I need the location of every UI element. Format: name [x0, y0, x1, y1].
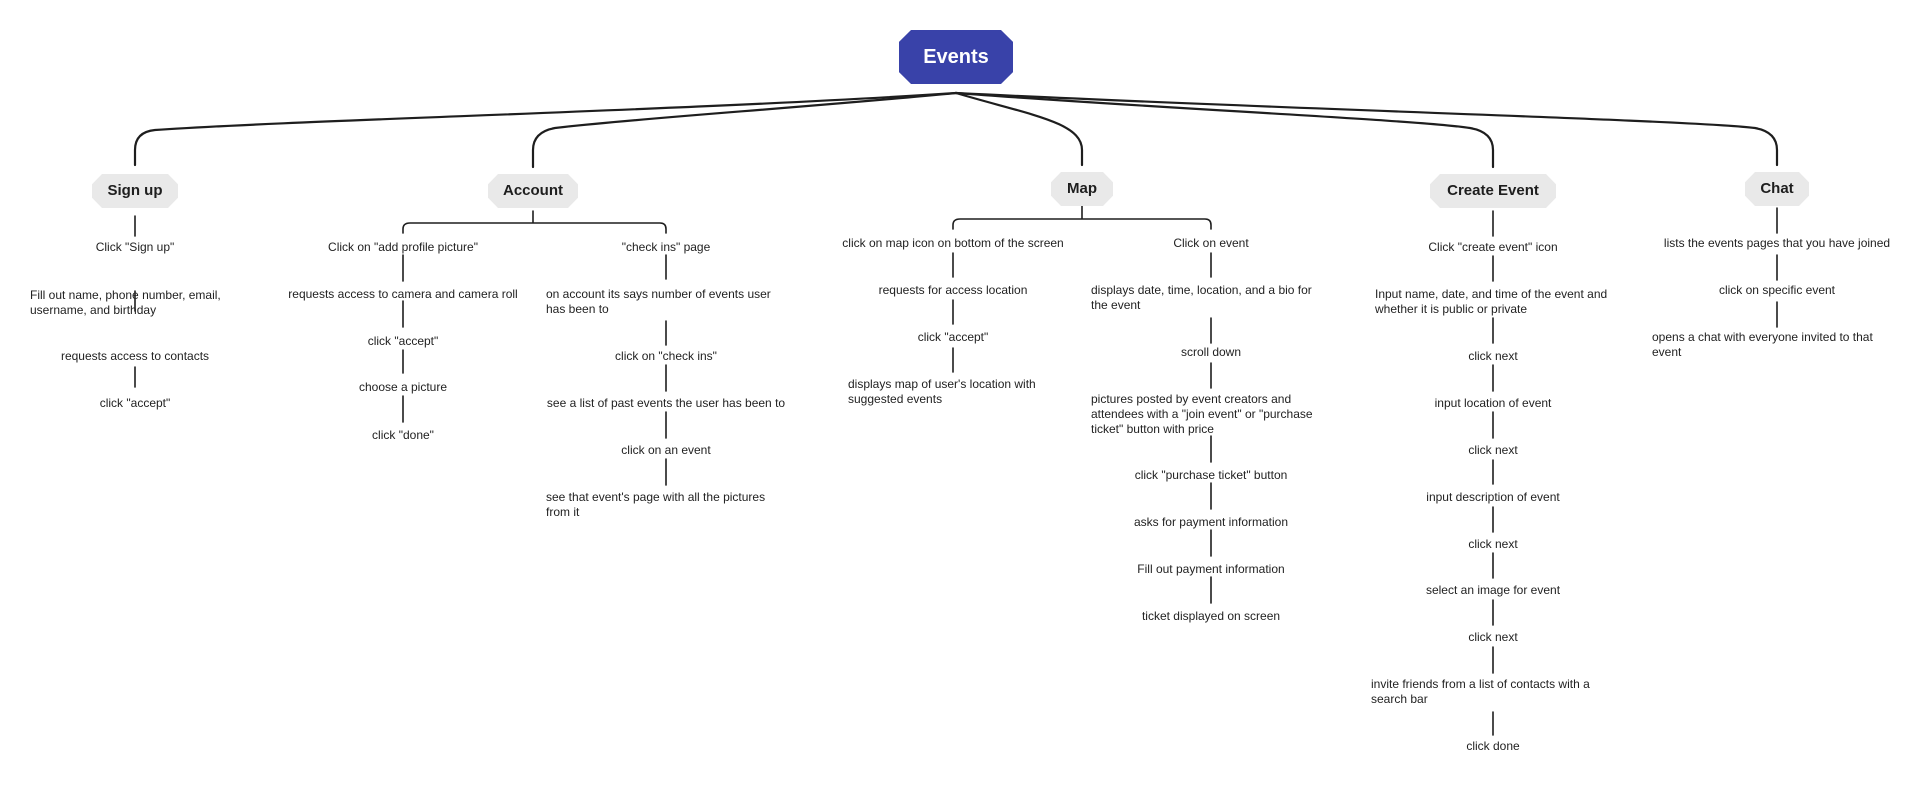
- account-checkins-step: "check ins" page: [621, 240, 711, 254]
- map-icon-step: click on map icon on bottom of the scree…: [842, 236, 1064, 250]
- connector-root-create: [954, 91, 1495, 169]
- account-profile-step: requests access to camera and camera rol…: [288, 287, 518, 301]
- map-event-step: click "purchase ticket" button: [1134, 468, 1288, 482]
- signup-step: Fill out name, phone number, email, user…: [30, 288, 221, 317]
- map-icon-step: click "accept": [917, 330, 989, 344]
- map-event-step: Fill out payment information: [1137, 562, 1285, 576]
- account-checkins-step: see a list of past events the user has b…: [546, 396, 786, 410]
- map-icon-step: displays map of user's location with sug…: [848, 377, 1036, 406]
- create-event-step: select an image for event: [1425, 583, 1561, 597]
- map-event-step: scroll down: [1180, 345, 1242, 359]
- branch-create-event[interactable]: Create Event: [1430, 174, 1556, 208]
- create-event-step: Click "create event" icon: [1428, 240, 1558, 254]
- account-profile-step: choose a picture: [358, 380, 448, 394]
- create-event-step: input location of event: [1434, 396, 1552, 410]
- connector-root-account: [531, 91, 958, 169]
- map-event-step: Click on event: [1173, 236, 1249, 250]
- connector-root-chat: [954, 91, 1779, 167]
- map-event-step: pictures posted by event creators and at…: [1091, 392, 1313, 436]
- create-event-step: click next: [1468, 537, 1518, 551]
- create-event-step: input description of event: [1426, 490, 1560, 504]
- create-event-step: click next: [1468, 443, 1518, 457]
- root-node-events[interactable]: Events: [899, 30, 1013, 84]
- account-checkins-step: click on "check ins": [615, 349, 717, 363]
- chat-step: opens a chat with everyone invited to th…: [1652, 330, 1873, 359]
- chat-step: click on specific event: [1718, 283, 1836, 297]
- map-event-step: ticket displayed on screen: [1141, 609, 1281, 623]
- account-checkins-step: see that event's page with all the pictu…: [546, 490, 766, 519]
- create-event-step: Input name, date, and time of the event …: [1375, 287, 1608, 316]
- branch-account[interactable]: Account: [488, 174, 578, 208]
- create-event-step: click done: [1466, 739, 1520, 753]
- signup-step: requests access to contacts: [60, 349, 210, 363]
- create-event-step: click next: [1468, 349, 1518, 363]
- account-checkins-step: on account its says number of events use…: [546, 287, 771, 316]
- map-event-step: asks for payment information: [1133, 515, 1289, 529]
- account-checkins-step: click on an event: [621, 443, 711, 457]
- map-event-step: displays date, time, location, and a bio…: [1091, 283, 1312, 312]
- branch-sign-up[interactable]: Sign up: [92, 174, 178, 208]
- connector-root-map: [954, 91, 1084, 167]
- signup-step: click "accept": [99, 396, 171, 410]
- account-profile-step: click "accept": [367, 334, 439, 348]
- connector-root-signup: [133, 91, 958, 167]
- signup-step: Click "Sign up": [95, 240, 175, 254]
- branch-chat[interactable]: Chat: [1745, 172, 1809, 206]
- create-event-step: click next: [1468, 630, 1518, 644]
- create-event-step: invite friends from a list of contacts w…: [1371, 677, 1590, 706]
- chat-step: lists the events pages that you have joi…: [1663, 236, 1891, 250]
- branch-map[interactable]: Map: [1051, 172, 1113, 206]
- account-profile-step: click "done": [372, 428, 434, 442]
- map-icon-step: requests for access location: [878, 283, 1028, 297]
- account-profile-step: Click on "add profile picture": [328, 240, 478, 254]
